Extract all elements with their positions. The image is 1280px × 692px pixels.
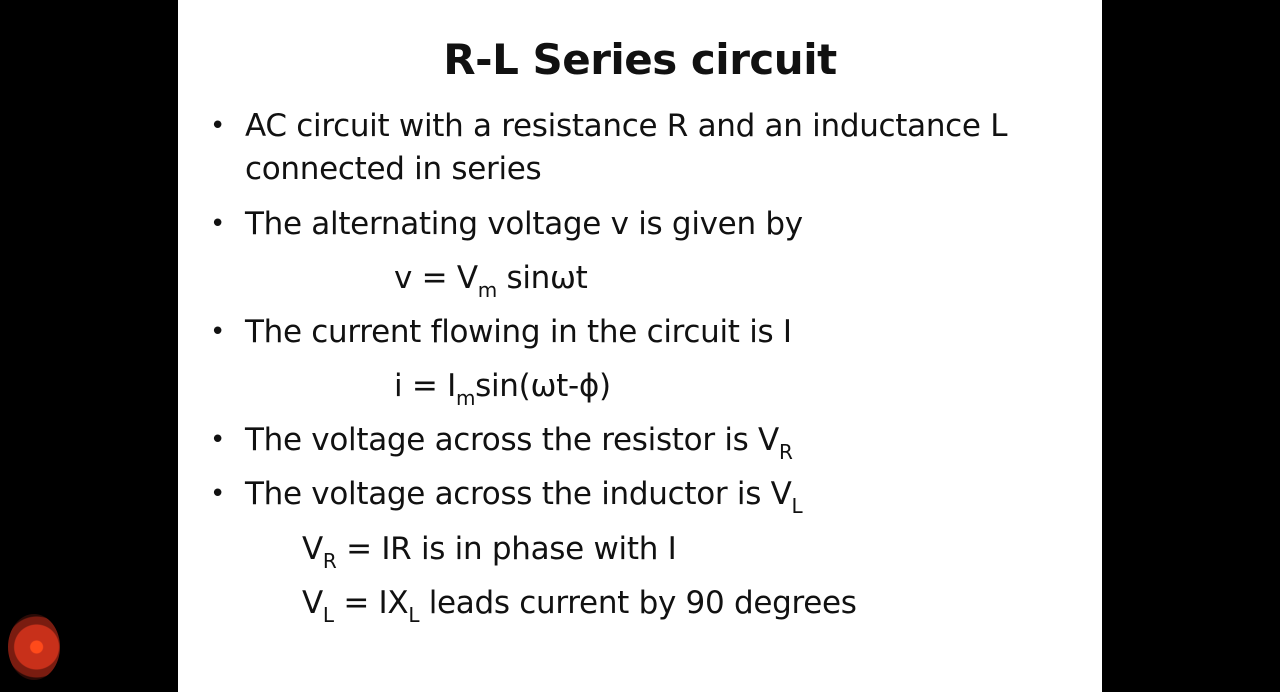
equation-part: V	[302, 585, 323, 621]
record-indicator-icon	[8, 614, 60, 680]
bullet-marker: •	[210, 425, 226, 455]
equation-part: v = V	[394, 260, 478, 296]
slide-title: R-L Series circuit	[443, 35, 837, 84]
equation-part: = IX	[333, 585, 409, 621]
equation-subscript: m	[455, 386, 476, 410]
vl-equation: VL = IXL leads current by 90 degrees	[302, 581, 857, 625]
vr-equation: VR = IR is in phase with I	[302, 527, 677, 573]
bullet-text: The voltage across the resistor is VR	[245, 418, 793, 462]
slide: R-L Series circuit • AC circuit with a r…	[178, 0, 1102, 692]
equation-subscript: L	[408, 603, 420, 627]
equation-part: leads current by 90 degrees	[419, 585, 857, 621]
bullet-text: AC circuit with a resistance R and an in…	[245, 108, 1008, 144]
current-equation: i = Imsin(ωt-ϕ)	[394, 364, 611, 408]
bullet-marker: •	[210, 111, 226, 141]
bullet-text: connected in series	[245, 151, 542, 187]
bullet-text-main: The voltage across the inductor is V	[245, 476, 792, 512]
equation-part: sin(ωt-ϕ)	[475, 368, 611, 404]
bullet-text: The current flowing in the circuit is I	[245, 314, 792, 350]
equation-part: i = I	[394, 368, 456, 404]
equation-part: sinωt	[496, 260, 588, 296]
bullet-text: The voltage across the inductor is VL	[245, 472, 803, 518]
bullet-subscript: L	[791, 494, 803, 518]
bullet-marker: •	[210, 209, 226, 239]
equation-subscript: L	[322, 603, 334, 627]
bullet-subscript: R	[778, 440, 793, 464]
equation-subscript: m	[477, 278, 497, 302]
equation-part: V	[302, 531, 323, 567]
equation-subscript: R	[322, 549, 337, 573]
equation-part: = IR is in phase with I	[336, 531, 677, 567]
bullet-text: The alternating voltage v is given by	[245, 206, 803, 242]
bullet-text-main: The voltage across the resistor is V	[245, 422, 779, 458]
bullet-marker: •	[210, 479, 226, 509]
voltage-equation: v = Vm sinωt	[394, 256, 588, 300]
bullet-marker: •	[210, 317, 226, 347]
